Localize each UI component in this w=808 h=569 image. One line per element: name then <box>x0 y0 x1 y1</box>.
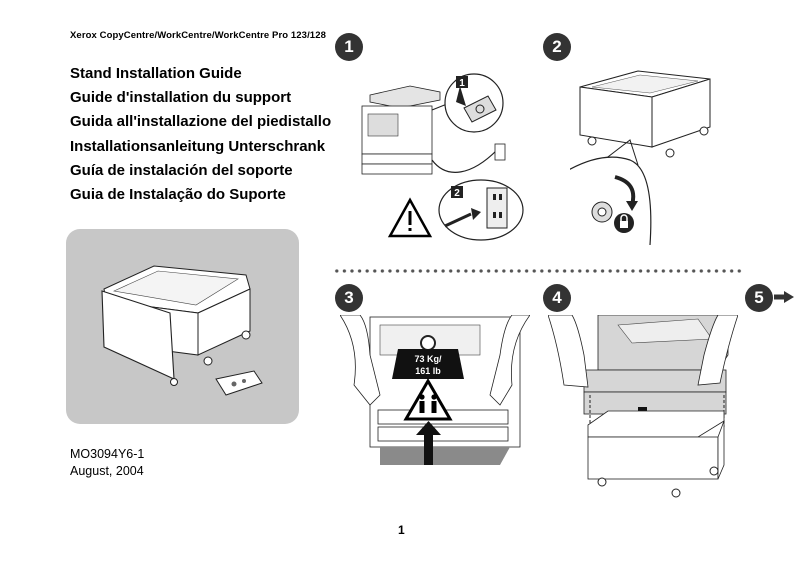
weight-lb: 161 lb <box>415 366 441 376</box>
document-info: MO3094Y6-1 August, 2004 <box>70 446 144 480</box>
title-pt: Guia de Instalação do Suporte <box>70 186 286 204</box>
step-1-badge: 1 <box>335 33 363 61</box>
title-it: Guida all'installazione del piedistallo <box>70 113 332 131</box>
step-1-illustration <box>361 85 506 238</box>
weight-kg: 73 Kg/ <box>414 354 442 364</box>
product-line-header: Xerox CopyCentre/WorkCentre/WorkCentre P… <box>70 30 326 41</box>
lock-icon <box>614 213 634 233</box>
warning-icon <box>387 197 433 238</box>
step-3-illustration: 73 Kg/ 161 lb <box>340 315 530 467</box>
page-number: 1 <box>398 523 405 537</box>
two-person-lift-icon <box>403 378 453 421</box>
step-5-badge: 5 <box>745 284 773 312</box>
document-date: August, 2004 <box>70 464 144 478</box>
document-number: MO3094Y6-1 <box>70 447 145 461</box>
title-de: Installationsanleitung Unterschrank <box>70 137 326 155</box>
step-4-illustration <box>548 315 738 498</box>
title-block: Stand Installation Guide Guide d'install… <box>70 62 331 207</box>
weight-icon: 73 Kg/ 161 lb <box>392 335 464 379</box>
step-2-badge: 2 <box>543 33 571 61</box>
unplug-icon: 2 <box>438 179 524 241</box>
title-es: Guía de instalación del soporte <box>70 161 293 179</box>
step-3-badge: 3 <box>335 284 363 312</box>
step-2-illustration <box>570 70 711 245</box>
step-4-badge: 4 <box>543 284 571 312</box>
product-illustration-panel <box>66 229 299 424</box>
power-switch-icon: 1 <box>444 73 504 133</box>
title-fr: Guide d'installation du support <box>70 89 292 107</box>
sub-step-1-label: 1 <box>459 78 465 89</box>
section-divider <box>333 269 743 273</box>
stand-illustration <box>101 265 263 396</box>
arrow-right-icon <box>774 291 794 303</box>
sub-step-2-label: 2 <box>454 188 460 199</box>
title-en: Stand Installation Guide <box>70 65 242 82</box>
